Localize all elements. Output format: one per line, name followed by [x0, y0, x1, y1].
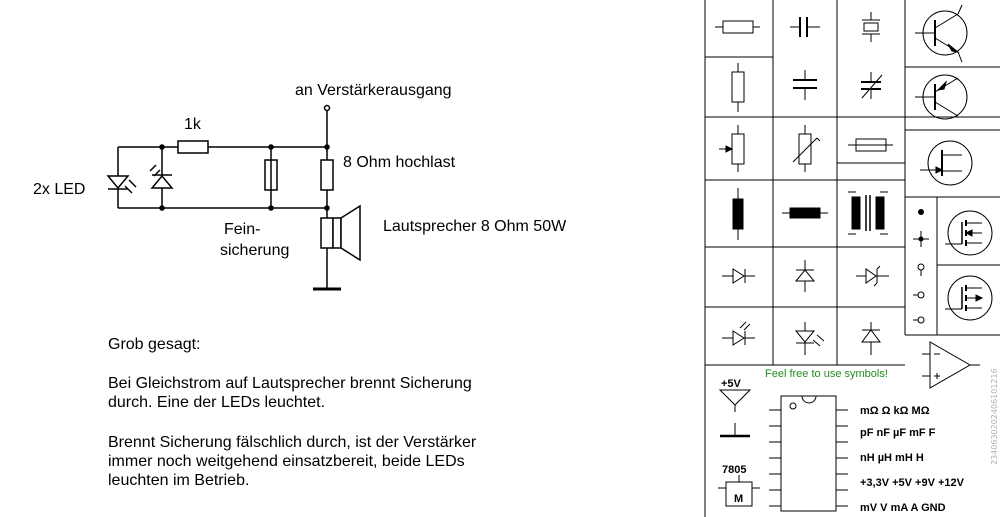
npn-transistor-icon	[915, 4, 968, 63]
led-icon	[794, 322, 825, 355]
load-resistor	[320, 159, 334, 191]
circuit-diagram	[106, 104, 361, 291]
diode-icon	[722, 268, 755, 284]
supply-label: +5V	[721, 378, 742, 390]
opamp-icon	[922, 341, 980, 389]
inductor-v-icon	[732, 188, 744, 240]
fuse-label-2: sicherung	[220, 242, 289, 259]
diode-v-icon	[794, 260, 816, 292]
unit-row-henry: nH µH mH H	[860, 452, 924, 464]
paragraph-2-line-3: leuchten im Betrieb.	[108, 472, 250, 489]
resistor-label: 1k	[184, 116, 202, 133]
load-label: 8 Ohm hochlast	[343, 154, 456, 171]
resistor-1k	[177, 140, 209, 154]
inductor-h-icon	[782, 207, 828, 219]
speaker	[320, 204, 361, 262]
resistor-v-icon	[731, 63, 745, 112]
watermark: 2340630202406101216	[990, 368, 999, 465]
free-symbols-note: Feel free to use symbols!	[765, 368, 888, 380]
resistor-h-icon	[715, 20, 760, 34]
paragraph-2-line-1: Brennt Sicherung fälschlich durch, ist d…	[108, 434, 477, 451]
amp-output-label: an Verstärkerausgang	[295, 82, 452, 99]
fuse-icon	[848, 138, 893, 152]
transformer-icon	[848, 191, 888, 235]
diode-reverse-icon	[861, 322, 881, 355]
explanation-paragraph-2: Brennt Sicherung fälschlich durch, ist d…	[108, 433, 628, 490]
speaker-label: Lautsprecher 8 Ohm 50W	[383, 218, 567, 235]
amp-output-terminal	[323, 104, 331, 112]
regulator-label: 7805	[722, 464, 746, 476]
crystal-icon	[862, 12, 880, 42]
paragraph-2-line-2: immer noch weitgehend einsatzbereit, bei…	[108, 453, 465, 470]
terminal-icon	[917, 263, 925, 276]
ground-icon	[720, 423, 750, 438]
terminal-h-icon	[913, 291, 925, 299]
led-2	[149, 164, 174, 189]
unit-row-current: mV V mA A GND	[860, 502, 946, 514]
trimmer-icon	[792, 125, 821, 172]
capacitor-icon	[790, 17, 820, 37]
jfet-icon	[920, 140, 973, 186]
regulator-icon	[718, 475, 760, 507]
mosfet-p-icon	[945, 275, 993, 321]
unit-row-farad: pF nF µF mF F	[860, 427, 936, 439]
unit-row-voltage: +3,3V +5V +9V +12V	[860, 477, 965, 489]
symbol-palette	[704, 0, 1000, 517]
photodiode-icon	[722, 321, 755, 346]
led-1	[106, 175, 137, 194]
zener-diode-icon	[856, 265, 889, 287]
paragraph-1-line-2: durch. Eine der LEDs leuchtet.	[108, 394, 326, 411]
dip-ic-icon	[780, 395, 837, 512]
supply-icon	[718, 389, 752, 412]
explanation-heading: Grob gesagt:	[108, 336, 201, 353]
pnp-transistor-icon	[915, 74, 968, 120]
ic-pins	[769, 409, 848, 507]
fuse-label-1: Fein-	[224, 221, 260, 238]
capacitor-h-icon	[793, 70, 817, 100]
explanation-paragraph-1: Bei Gleichstrom auf Lautsprecher brennt …	[108, 374, 628, 412]
unit-row-ohm: mΩ Ω kΩ MΩ	[860, 405, 930, 417]
junction-cross-icon	[913, 231, 929, 247]
potentiometer-icon	[719, 125, 745, 172]
variable-capacitor-icon	[861, 72, 883, 99]
led-label: 2x LED	[33, 181, 85, 198]
mosfet-icon	[945, 210, 993, 256]
paragraph-1-line-1: Bei Gleichstrom auf Lautsprecher brennt …	[108, 375, 472, 392]
junction-dot-icon	[918, 209, 924, 215]
regulator-pin-label: M	[734, 493, 743, 505]
terminal-h2-icon	[913, 316, 925, 324]
